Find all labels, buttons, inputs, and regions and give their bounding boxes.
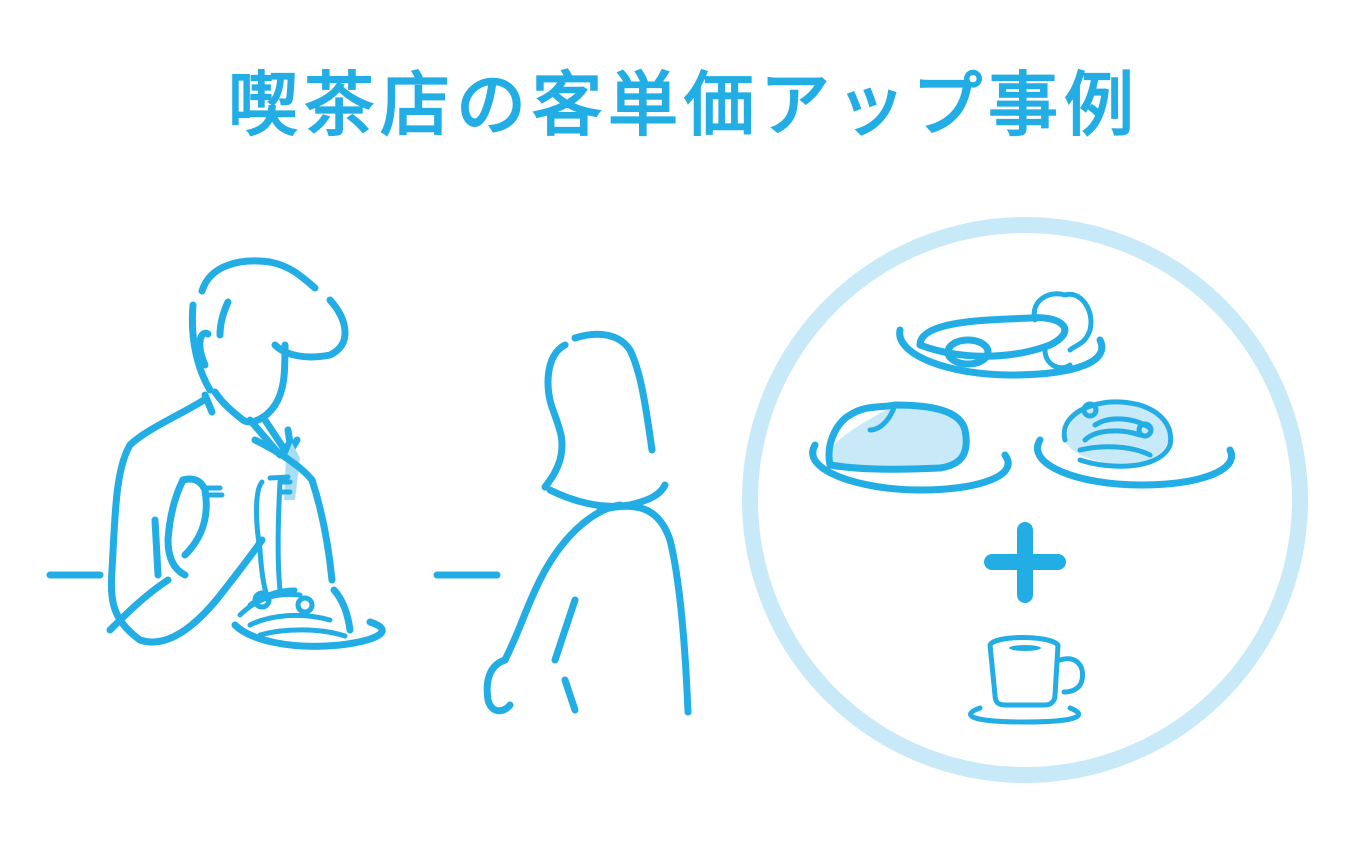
coffee-cup-icon <box>968 635 1086 725</box>
man-icon <box>106 257 386 650</box>
omelette-plate-icon <box>896 291 1106 379</box>
pasta-plate-icon <box>1034 399 1235 489</box>
menu-circle <box>742 217 1308 783</box>
woman-icon <box>483 330 692 716</box>
plus-icon <box>984 522 1066 603</box>
curry-plate-icon <box>809 401 1012 494</box>
page-title: 喫茶店の客単価アップ事例 <box>228 64 1140 146</box>
